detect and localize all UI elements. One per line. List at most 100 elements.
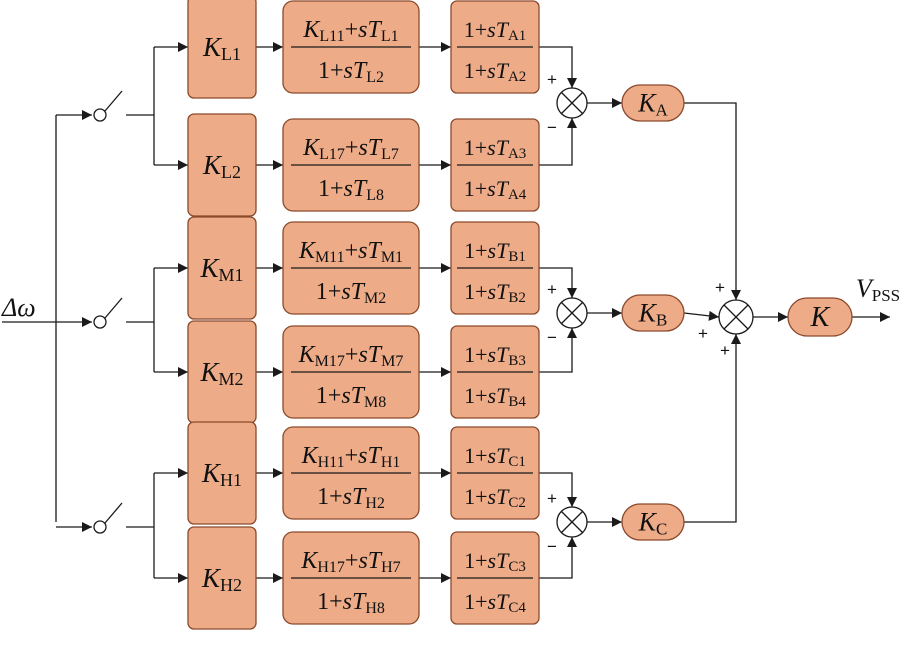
subscript: H1 [220, 470, 242, 490]
tf-numerator: 1+sTA3​ [464, 135, 527, 162]
subscript: M8 [364, 394, 386, 411]
text-run: K [199, 253, 220, 283]
text-run: sT [343, 484, 367, 510]
text-run: sT [344, 176, 368, 202]
subscript: L2 [366, 69, 384, 86]
to-final-sum-line [683, 310, 720, 321]
text-run: K [302, 135, 321, 161]
outgain-block-A [621, 84, 685, 122]
tf-numerator: 1+sTA1​ [464, 17, 527, 44]
text-run: 1+ [316, 279, 342, 305]
switch-blade [104, 90, 123, 112]
text-run: K [201, 563, 222, 593]
text-run: 1+ [464, 17, 487, 42]
text-run: sT [487, 17, 510, 42]
text-run: sT [341, 279, 365, 305]
tf-numerator: 1+sTC1​ [464, 443, 526, 470]
text-run: 1+ [317, 589, 343, 615]
text-run: sT [358, 548, 382, 574]
leadlag-numerator: KL17​+sTL7​ [302, 135, 399, 163]
text-run: sT [488, 589, 511, 614]
subscript: H17 [317, 559, 345, 576]
text-run: sT [488, 342, 511, 367]
outgain-label-B: KB​ [638, 299, 668, 330]
text-run: sT [344, 58, 368, 84]
text-run: K [301, 443, 320, 469]
switch-blade [104, 502, 123, 524]
tf-denominator: 1+sTC2​ [464, 484, 526, 511]
subscript: B3 [508, 353, 526, 369]
subscript: H11 [318, 454, 345, 471]
text-run: sT [343, 589, 367, 615]
text-run: 1+ [464, 176, 487, 201]
text-run: sT [487, 135, 510, 160]
text-run: 1+ [316, 383, 342, 409]
outgain-label-C: KC​ [638, 508, 668, 539]
subscript: M2 [219, 369, 244, 389]
leadlag-numerator: KL11​+sTL1​ [302, 17, 398, 45]
text-run: sT [358, 17, 382, 43]
subscript: C2 [508, 495, 526, 511]
subscript: B2 [508, 290, 526, 306]
tf-denominator: 1+sTB2​ [464, 279, 526, 306]
tf-denominator: 1+sTA4​ [464, 176, 527, 203]
sum-cross-line [560, 301, 584, 325]
text-run: 1+ [318, 58, 344, 84]
text-run: + [345, 17, 359, 43]
subscript: L11 [319, 28, 344, 45]
subscript: A4 [508, 187, 527, 203]
to-sum-lower-line [539, 118, 577, 166]
text-run: 1+ [464, 135, 487, 160]
text-run: sT [488, 279, 511, 304]
text-run: 1+ [464, 443, 487, 468]
text-run: 1+ [464, 589, 487, 614]
switch-M [93, 315, 107, 329]
to-final-sum-line [684, 334, 741, 523]
text-run: sT [487, 176, 510, 201]
sign-minus: − [547, 328, 557, 347]
text-run: 1+ [317, 484, 343, 510]
subscript: H7 [381, 559, 401, 576]
to-sum-upper-line [539, 46, 577, 88]
text-run: sT [358, 135, 382, 161]
text-run: + [345, 443, 359, 469]
leadlag-denominator: 1+sTM2​ [316, 279, 386, 307]
leadlag-denominator: 1+sTM8​ [316, 383, 386, 411]
text-run: sT [488, 238, 511, 263]
to-final-sum-line [684, 102, 741, 300]
final-sign-bottom: + [720, 341, 730, 360]
text-run: V [856, 274, 875, 303]
subscript: A2 [508, 69, 526, 85]
sum-cross-line [560, 91, 584, 115]
text-run: K [202, 150, 223, 180]
gain-block-KM1 [187, 216, 257, 320]
to-sum-lower-line [539, 537, 577, 579]
switch-L [93, 108, 107, 122]
text-run: sT [358, 238, 382, 264]
leadlag-numerator: KH17​+sTH7​ [300, 548, 400, 576]
text-run: K [199, 357, 220, 387]
gain-label-H1: KH1​ [201, 458, 242, 490]
outgain-block-B [621, 294, 685, 332]
switch-H [93, 520, 107, 534]
subscript: L7 [381, 146, 399, 163]
gain-block-KH1 [187, 421, 257, 525]
text-run: 1+ [464, 484, 487, 509]
subscript: M1 [381, 249, 403, 266]
sign-minus: − [547, 118, 557, 137]
subscript: L8 [366, 187, 384, 204]
sign-plus: + [547, 280, 557, 299]
text-run: sT [358, 342, 382, 368]
text-run: + [345, 342, 359, 368]
subscript: C4 [508, 600, 526, 616]
subscript: A1 [508, 28, 526, 44]
tf-denominator: 1+sTA2​ [464, 58, 527, 85]
sum-cross-line [723, 304, 749, 330]
text-run: sT [488, 383, 511, 408]
sign-plus: + [547, 489, 557, 508]
subscript: M2 [364, 290, 386, 307]
to-sum-upper-line [539, 472, 577, 507]
outgain-label-A: KA​ [637, 89, 668, 120]
subscript: M7 [381, 353, 403, 370]
